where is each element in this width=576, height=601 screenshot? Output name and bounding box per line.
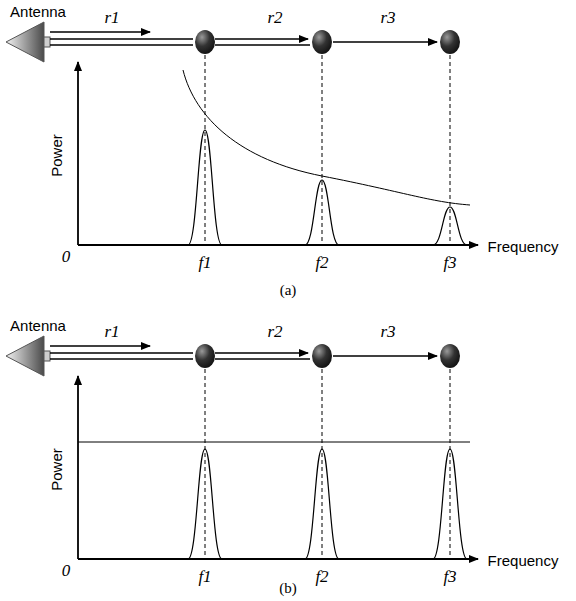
antenna-waveguide — [44, 351, 50, 361]
frequency-tick: f3 — [443, 568, 456, 585]
range-arrow — [215, 38, 308, 39]
antenna-horn — [6, 22, 44, 62]
decay-curve — [183, 70, 470, 205]
spectral-peak — [433, 207, 467, 245]
range-line — [215, 358, 310, 359]
frequency-tick: f3 — [443, 254, 456, 271]
level-line — [78, 442, 470, 443]
dashed-guide — [205, 55, 206, 245]
range-arrow — [333, 355, 437, 357]
frequency-tick: f1 — [198, 254, 211, 271]
range-arrow — [333, 41, 437, 43]
range-label: r3 — [380, 9, 395, 26]
frequency-tick: f2 — [315, 254, 328, 271]
antenna-label: Antenna — [10, 318, 66, 333]
target-sphere — [312, 30, 332, 54]
dashed-guide — [205, 369, 206, 559]
target-sphere — [440, 30, 460, 54]
range-line — [50, 358, 193, 359]
range-label: r1 — [104, 9, 119, 26]
range-line — [50, 44, 193, 45]
antenna-label: Antenna — [10, 4, 66, 19]
target-sphere — [312, 344, 332, 368]
origin-label: 0 — [62, 248, 71, 265]
range-label: r3 — [380, 323, 395, 340]
antenna-horn — [6, 336, 44, 376]
dashed-guide — [450, 369, 451, 559]
dashed-guide — [450, 55, 451, 245]
frequency-axis — [78, 244, 478, 246]
target-sphere — [195, 30, 215, 54]
dashed-guide — [322, 55, 323, 245]
spectral-peak — [305, 449, 339, 559]
axis-label: Frequency — [488, 239, 559, 254]
range-label: r1 — [104, 323, 119, 340]
spectral-peak — [305, 180, 339, 245]
target-sphere — [440, 344, 460, 368]
axis-label: Power — [49, 134, 64, 177]
frequency-axis — [78, 558, 478, 560]
origin-label: 0 — [62, 562, 71, 579]
axis-label: Frequency — [488, 553, 559, 568]
range-line — [215, 44, 310, 45]
range-arrow — [50, 31, 150, 33]
antenna-waveguide — [44, 37, 50, 47]
range-line — [50, 38, 193, 39]
spectral-peak — [188, 449, 222, 559]
range-arrow — [215, 352, 308, 353]
panel-caption: (b) — [279, 581, 297, 596]
range-label: r2 — [267, 323, 282, 340]
dashed-guide — [322, 369, 323, 559]
range-arrow — [50, 345, 150, 347]
range-line — [50, 352, 193, 353]
axis-label: Power — [49, 448, 64, 491]
spectral-peak — [188, 130, 222, 245]
frequency-tick: f2 — [315, 568, 328, 585]
power-axis — [77, 376, 79, 559]
range-label: r2 — [267, 9, 282, 26]
target-sphere — [195, 344, 215, 368]
frequency-tick: f1 — [198, 568, 211, 585]
panel-caption: (a) — [280, 283, 297, 298]
spectral-peak — [433, 449, 467, 559]
power-axis — [77, 62, 79, 245]
